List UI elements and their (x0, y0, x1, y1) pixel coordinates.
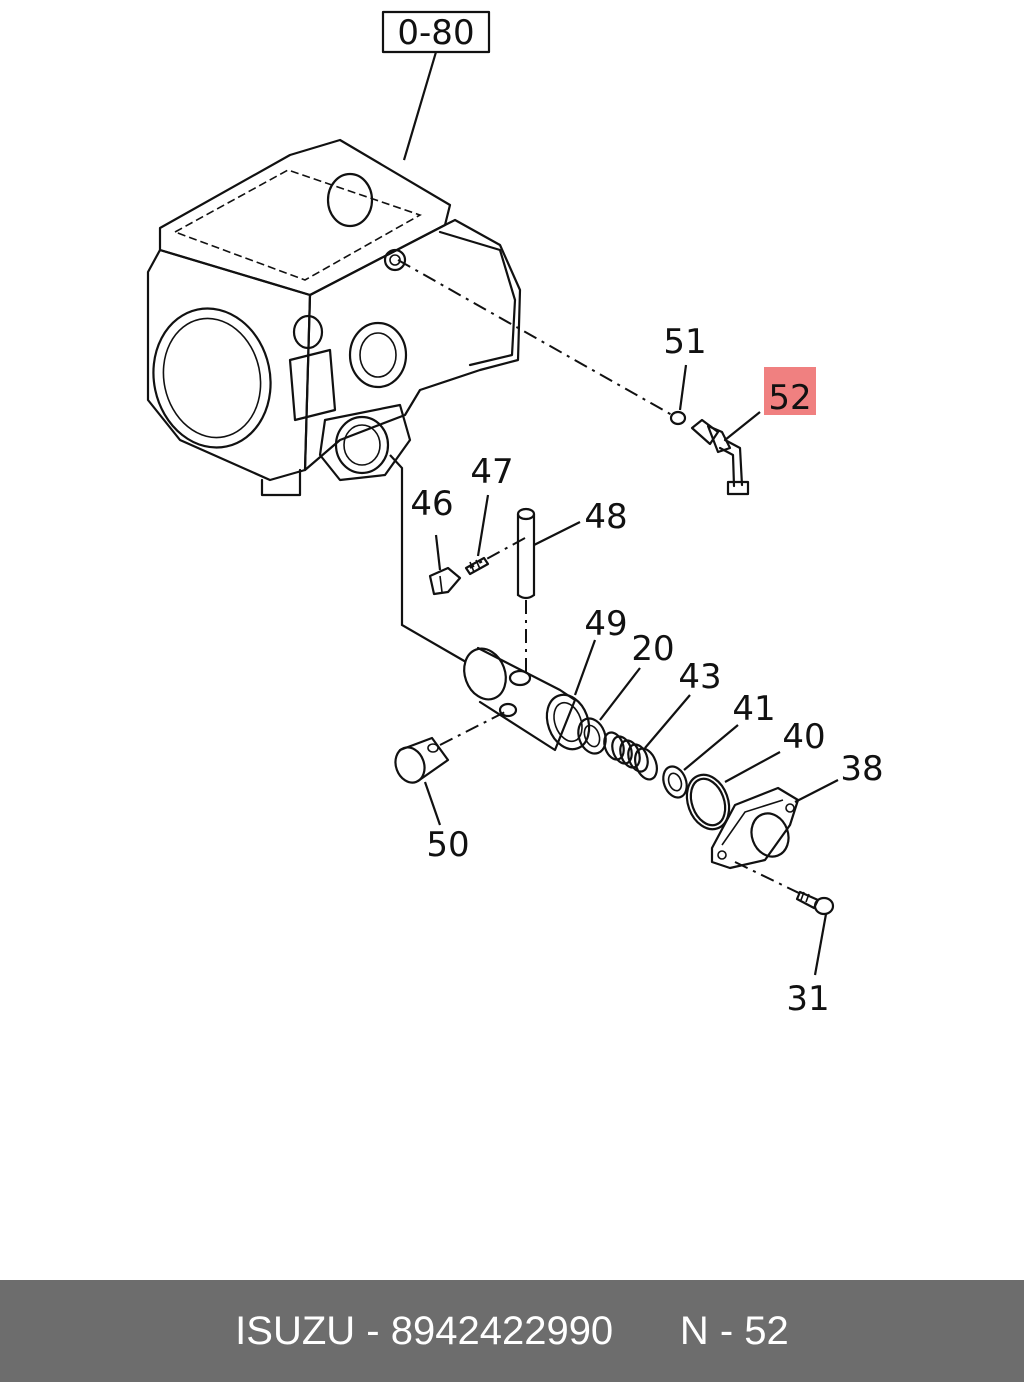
part-52-highlight (764, 367, 816, 415)
part-40-oring[interactable] (680, 769, 737, 835)
part-50-leader (423, 781, 442, 826)
housing-to-shaft-line (389, 454, 467, 663)
part-48-leader (533, 521, 581, 546)
part-number: 8942422990 (390, 1308, 614, 1353)
sensor-mount-leader (397, 259, 673, 416)
part-41-leader (683, 724, 739, 771)
callout-20: 20 (631, 629, 674, 669)
callout-48: 48 (584, 497, 627, 537)
part-info-footer: ISUZU - 8942422990 N - 52 (0, 1280, 1024, 1382)
callout-51: 51 (663, 322, 706, 362)
part-20-washer[interactable] (574, 715, 611, 758)
part-41-washer[interactable] (659, 763, 691, 801)
part-43-leader (644, 694, 691, 749)
part-52-leader (724, 411, 761, 441)
part-49-leader (573, 639, 597, 696)
callout-38: 38 (840, 749, 883, 789)
bolt-axis-line (734, 861, 806, 897)
footer-separator: - (355, 1308, 391, 1353)
diagram-canvas: 0-80 51 (141, 10, 884, 1019)
exploded-parts-diagram: 0-80 51 (141, 10, 884, 1019)
part-47-screw[interactable] (464, 556, 490, 576)
reference-box[interactable]: 0-80 (381, 10, 491, 54)
part-50-cap[interactable] (391, 736, 450, 787)
part-20-leader (599, 667, 641, 721)
part-46-clip[interactable] (428, 566, 462, 596)
part-47-leader (476, 494, 490, 557)
callout-46: 46 (410, 484, 453, 524)
page-reference: N - 52 (679, 1308, 789, 1353)
callout-50: 50 (426, 825, 469, 865)
callout-52: 52 (768, 378, 811, 418)
screw-axis-line (469, 537, 526, 569)
throttle-body-housing[interactable] (141, 138, 522, 497)
callout-31: 31 (786, 979, 829, 1019)
part-52-sensor[interactable] (690, 418, 750, 496)
callout-41: 41 (732, 689, 775, 729)
part-38-cover[interactable] (710, 786, 800, 870)
part-43-spring[interactable] (601, 730, 661, 783)
callout-49: 49 (584, 604, 627, 644)
part-49-shaft-body[interactable] (457, 643, 596, 755)
callout-40: 40 (782, 717, 825, 757)
cap-axis-line (439, 711, 506, 746)
part-48-pin[interactable] (516, 507, 536, 600)
part-38-leader (794, 779, 839, 803)
footer-spacer (613, 1309, 680, 1354)
callout-47: 47 (470, 452, 513, 492)
part-31-leader (813, 913, 828, 976)
part-31-bolt[interactable] (795, 890, 835, 916)
part-51-oring[interactable] (669, 410, 687, 426)
reference-leader-line (402, 51, 438, 161)
part-51-leader (678, 364, 688, 411)
part-40-leader (724, 751, 781, 783)
brand-name: ISUZU (235, 1308, 356, 1353)
reference-box-label: 0-80 (397, 13, 474, 53)
part-46-leader (434, 534, 442, 571)
callout-43: 43 (678, 657, 721, 697)
